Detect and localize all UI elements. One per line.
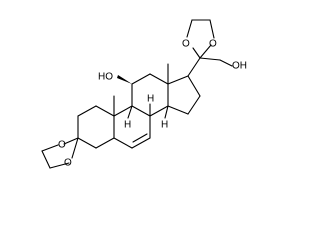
hydroxyl-c11-label: HO bbox=[98, 72, 113, 83]
ring-oxygen-b-label: O bbox=[64, 158, 72, 169]
hydrogen-c8-label: H bbox=[147, 94, 154, 105]
ring-c-bonds bbox=[131, 73, 169, 117]
ring-oxygen-c-label: O bbox=[182, 39, 190, 50]
ring-d-bonds bbox=[167, 75, 201, 115]
stereo-hydrogen-bonds bbox=[127, 103, 169, 119]
hydrogen-c14-label: H bbox=[161, 120, 168, 131]
ring-b-bonds bbox=[113, 105, 151, 149]
hydroxyl-c21-label: OH bbox=[232, 61, 247, 72]
ring-oxygen-a-label: O bbox=[58, 140, 66, 151]
c11-hydroxyl-wedge bbox=[117, 75, 132, 84]
ring-a-bonds bbox=[77, 105, 115, 149]
ring-oxygen-d-label: O bbox=[209, 39, 217, 50]
c20-dioxolane-bonds bbox=[186, 19, 233, 77]
steroid-structure-diagram: O O HO O O OH H H H bbox=[41, 19, 247, 169]
c3-dioxolane-bonds bbox=[41, 137, 79, 169]
hydrogen-c9-label: H bbox=[124, 120, 131, 131]
